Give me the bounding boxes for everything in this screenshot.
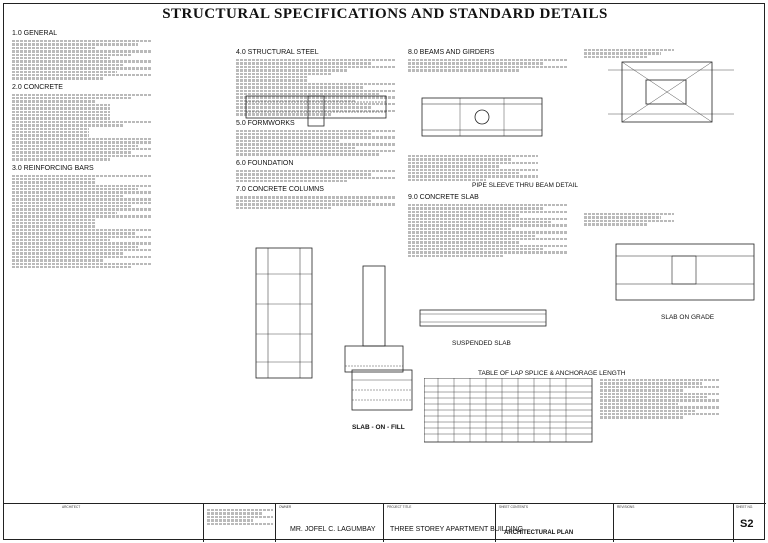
heading-rebars: 3.0 REINFORCING BARS bbox=[12, 164, 94, 172]
tb-architect: ARCHITECT bbox=[4, 504, 204, 542]
pipe-sleeve-caption: PIPE SLEEVE THRU BEAM DETAIL bbox=[472, 182, 578, 189]
column-steel-formworks-foundation-columns: 4.0 STRUCTURAL STEEL 5.0 FORMWORKS 6.0 F… bbox=[236, 26, 396, 261]
lap-table-title: TABLE OF LAP SPLICE & ANCHORAGE LENGTH bbox=[478, 370, 626, 377]
heading-slab: 9.0 CONCRETE SLAB bbox=[408, 194, 479, 201]
column-beam-notes bbox=[408, 154, 538, 194]
footing-detail-drawing bbox=[344, 265, 404, 373]
heading-general: 1.0 GENERAL bbox=[12, 30, 58, 37]
tb-sheet-contents: SHEET CONTENTS ARCHITECTURAL PLAN bbox=[496, 504, 614, 542]
column-detail-drawing bbox=[255, 247, 313, 379]
column-notes-right bbox=[584, 48, 674, 78]
heading-steel: 4.0 STRUCTURAL STEEL bbox=[236, 49, 319, 56]
tb-sheet-no-value: S2 bbox=[740, 518, 754, 530]
column-beams: 8.0 BEAMS AND GIRDERS bbox=[408, 26, 568, 326]
lap-table-notes bbox=[600, 378, 720, 448]
sheet-title: STRUCTURAL SPECIFICATIONS AND STANDARD D… bbox=[162, 6, 608, 22]
suspended-slab-caption: SUSPENDED SLAB bbox=[452, 340, 511, 347]
tb-project-name: THREE STOREY APARTMENT BUILDING bbox=[390, 526, 524, 533]
tb-sheet-contents-label: SHEET CONTENTS bbox=[499, 505, 528, 509]
tb-stamp bbox=[204, 504, 276, 542]
tb-revisions-label: REVISIONS bbox=[617, 505, 635, 509]
beam-opening-drawing bbox=[608, 61, 734, 123]
tb-architect-label: ARCHITECT bbox=[62, 505, 81, 509]
tb-project-label: PROJECT TITLE bbox=[387, 505, 412, 509]
heading-formworks: 5.0 FORMWORKS bbox=[236, 119, 295, 127]
heading-concrete: 2.0 CONCRETE bbox=[12, 83, 63, 91]
tb-sheet-contents-value: ARCHITECTURAL PLAN bbox=[504, 530, 574, 536]
tb-owner-label: OWNER bbox=[279, 505, 292, 509]
column-general-concrete-rebars: 1.0 GENERAL 2.0 CONCRETE 3.0 REINFORCING… bbox=[12, 26, 152, 501]
title-block: ARCHITECT OWNER MR. JOFEL C. LAGUMBAY PR… bbox=[4, 503, 766, 542]
column-slab: 9.0 CONCRETE SLAB bbox=[408, 190, 568, 300]
slab-on-fill-caption: SLAB - ON - FILL bbox=[352, 424, 405, 431]
lap-splice-table-grid bbox=[424, 378, 593, 443]
tb-owner: OWNER MR. JOFEL C. LAGUMBAY bbox=[276, 504, 384, 542]
slab-on-fill-drawing bbox=[351, 369, 413, 411]
column-notes-right-2 bbox=[584, 212, 674, 242]
beam-column-detail-drawing bbox=[245, 95, 387, 127]
suspended-slab-drawing bbox=[419, 309, 547, 327]
tb-project: PROJECT TITLE THREE STOREY APARTMENT BUI… bbox=[384, 504, 523, 542]
slab-on-grade-caption: SLAB ON GRADE bbox=[661, 314, 715, 321]
drawing-sheet: STRUCTURAL SPECIFICATIONS AND STANDARD D… bbox=[3, 3, 766, 542]
slab-on-grade-drawing bbox=[615, 243, 755, 301]
tb-sheet-no: SHEET NO. S2 bbox=[734, 504, 766, 542]
tb-revisions: REVISIONS bbox=[614, 504, 734, 542]
pipe-sleeve-beam-drawing bbox=[421, 97, 543, 137]
heading-columns: 7.0 CONCRETE COLUMNS bbox=[236, 186, 324, 194]
heading-foundation: 6.0 FOUNDATION bbox=[236, 159, 294, 167]
tb-owner-name: MR. JOFEL C. LAGUMBAY bbox=[290, 526, 376, 533]
tb-sheet-no-label: SHEET NO. bbox=[736, 505, 754, 509]
heading-beams: 8.0 BEAMS AND GIRDERS bbox=[408, 49, 495, 56]
